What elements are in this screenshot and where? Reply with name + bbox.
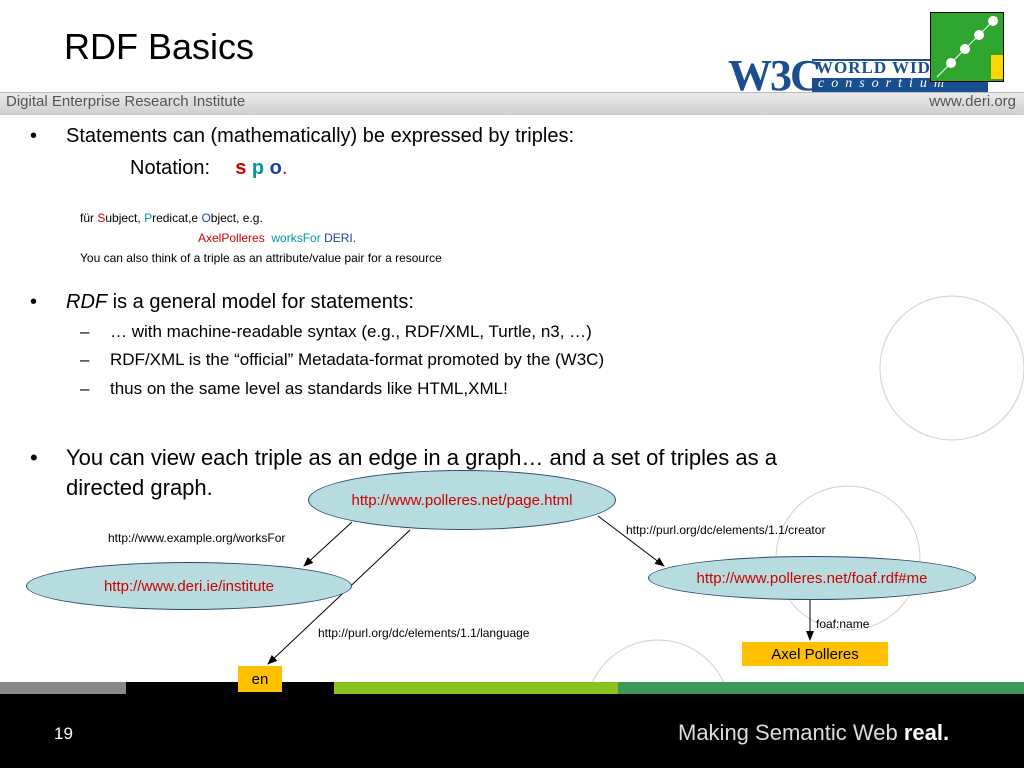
node-page-html: http://www.polleres.net/page.html — [308, 470, 616, 530]
notation-line: Notation: s p o. — [130, 157, 287, 180]
notation-p: p — [251, 157, 265, 179]
triple-explanation: für Subject, Predicat,e Object, e.g. — [80, 211, 263, 225]
explain-fur: für — [80, 211, 98, 225]
dash-marker: – — [80, 379, 90, 398]
attribute-value-note: You can also think of a triple as an att… — [80, 251, 442, 265]
bullet-graph-line1: You can view each triple as an edge in a… — [66, 445, 777, 470]
green-logo-box — [930, 12, 1004, 82]
edge-worksfor — [303, 521, 353, 567]
node-foaf-me: http://www.polleres.net/foaf.rdf#me — [648, 556, 976, 600]
bullet-rdf-model: RDF is a general model for statements: — [66, 291, 414, 314]
example-object: DERI. — [324, 231, 357, 245]
triple-example: AxelPolleres worksFor DERI. — [198, 231, 356, 245]
tagline-prefix: Making Semantic Web — [678, 720, 904, 745]
rdf-model-text: is a general model for statements: — [107, 291, 414, 313]
notation-s: s — [235, 157, 247, 179]
label-language: http://purl.org/dc/elements/1.1/language — [318, 626, 530, 640]
bullet-marker: • — [30, 291, 38, 313]
dash-marker: – — [80, 322, 90, 341]
explain-s: S — [97, 211, 106, 225]
example-subject: AxelPolleres — [198, 231, 265, 245]
sub-bullet-syntax: … with machine-readable syntax (e.g., RD… — [110, 322, 592, 341]
edge-language — [267, 529, 411, 665]
bullet-marker: • — [30, 125, 38, 147]
slide-title: RDF Basics — [64, 26, 255, 67]
w3c-logo-line2: consortium — [818, 76, 951, 91]
explain-predicate: redicat,e — [152, 211, 202, 225]
w3c-logo: W3C WORLD WIDE WEB consortium ® — [728, 12, 1024, 101]
label-foaf-name: foaf:name — [816, 617, 870, 631]
footer — [0, 694, 1024, 768]
rdf-emphasis: RDF — [66, 291, 108, 313]
footer-color-bar — [0, 682, 1024, 696]
node-deri-institute: http://www.deri.ie/institute — [26, 562, 352, 610]
explain-p: P — [144, 211, 153, 225]
dash-marker: – — [80, 350, 90, 369]
explain-o: O — [201, 211, 211, 225]
sub-bullet-standards: thus on the same level as standards like… — [110, 379, 508, 398]
header-band — [0, 92, 1024, 115]
slide-number: 19 — [54, 724, 73, 743]
notation-label: Notation: — [130, 157, 211, 179]
organization-url: www.deri.org — [929, 93, 1016, 110]
literal-axel-polleres: Axel Polleres — [742, 642, 888, 666]
notation-o: o — [269, 157, 282, 179]
edge-creator — [597, 515, 665, 567]
label-worksfor: http://www.example.org/worksFor — [108, 531, 286, 545]
label-creator: http://purl.org/dc/elements/1.1/creator — [626, 523, 826, 537]
tagline-bold: real. — [903, 720, 950, 745]
sub-bullet-rdfxml: RDF/XML is the “official” Metadata-forma… — [110, 350, 605, 369]
footer-tagline: Making Semantic Web real. — [678, 720, 949, 746]
organization-name: Digital Enterprise Research Institute — [6, 93, 246, 110]
bullet-statements: Statements can (mathematically) be expre… — [66, 125, 574, 147]
notation-dot: . — [281, 157, 288, 179]
w3c-letters: W3C — [728, 51, 822, 100]
explain-object: bject, e.g. — [210, 211, 263, 225]
explain-subject: ubject, — [105, 211, 145, 225]
bullet-graph-line2: directed graph. — [66, 475, 213, 500]
bullet-marker: • — [30, 445, 38, 470]
dots-logo-icon — [936, 16, 1003, 79]
example-predicate: worksFor — [271, 231, 321, 245]
literal-en: en — [238, 666, 282, 692]
